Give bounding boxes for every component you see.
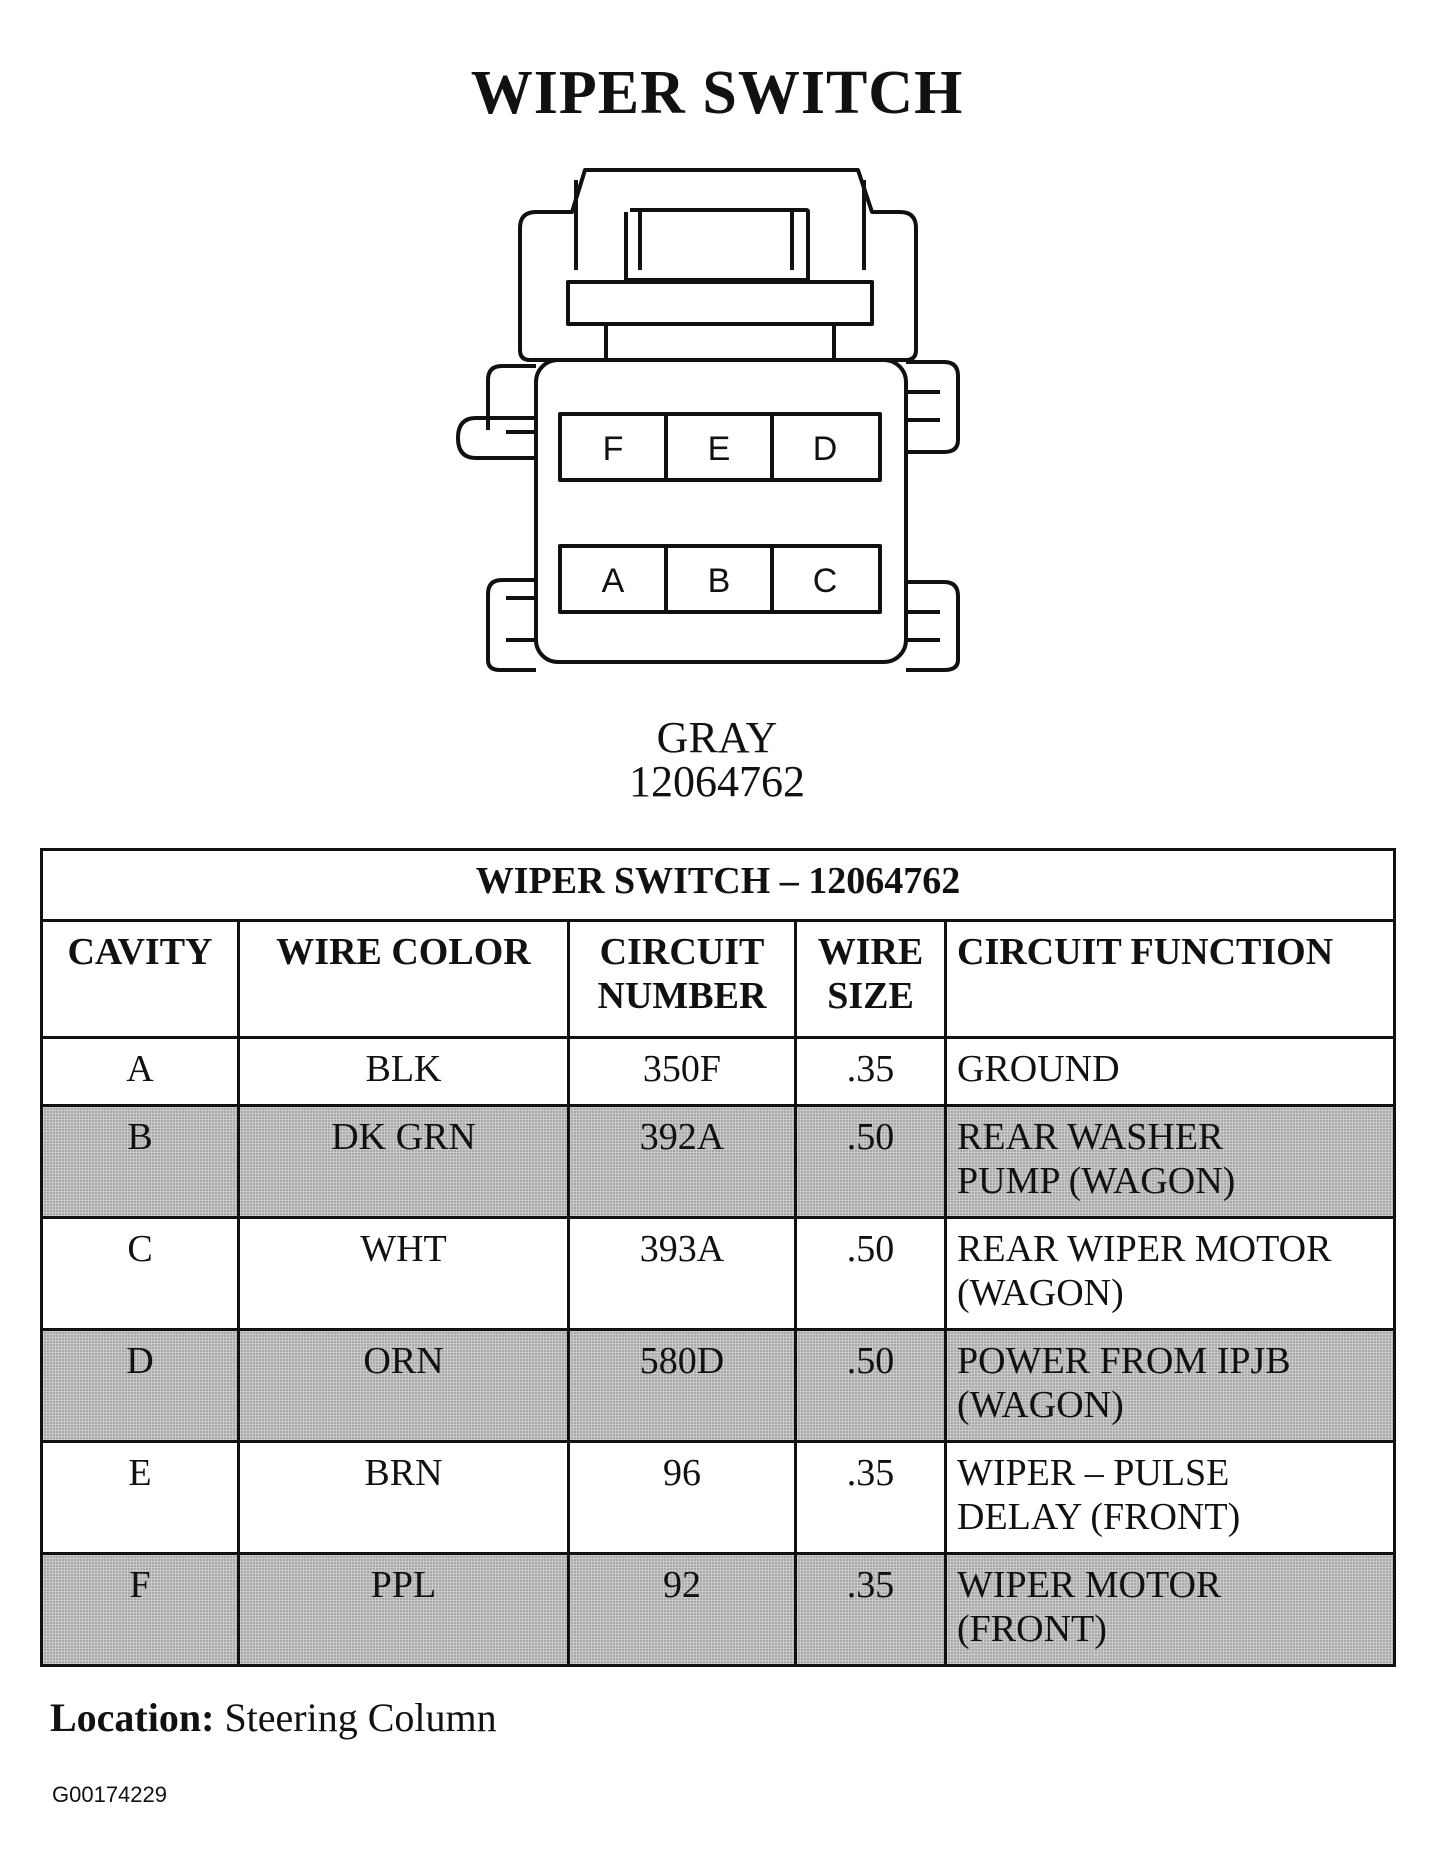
circuit-number-cell: 350F xyxy=(567,1036,797,1107)
circuit-number-cell: 580D xyxy=(567,1328,797,1443)
function-line: REAR WIPER MOTOR xyxy=(957,1228,1332,1270)
connector-diagram: F E D A B C xyxy=(456,168,960,672)
table-row: D ORN 580D .50 POWER FROM IPJB(WAGON) xyxy=(40,1328,1396,1443)
connector-color: GRAY xyxy=(656,713,778,762)
wire-color-cell: ORN xyxy=(237,1328,570,1443)
wire-color-cell: PPL xyxy=(237,1552,570,1667)
header-wire-color: WIRE COLOR xyxy=(237,919,570,1039)
table-caption: WIPER SWITCH – 12064762 xyxy=(40,848,1396,922)
wire-color-cell: WHT xyxy=(237,1216,570,1331)
table-row: C WHT 393A .50 REAR WIPER MOTOR(WAGON) xyxy=(40,1216,1396,1331)
cavity-label-f: F xyxy=(603,430,624,468)
function-line: REAR WASHER xyxy=(957,1116,1224,1158)
wire-size-cell: .35 xyxy=(794,1036,947,1107)
wire-color-cell: BLK xyxy=(237,1036,570,1107)
connector-lock-tab xyxy=(456,416,536,460)
location-label: Location: xyxy=(50,1695,215,1740)
function-line: WIPER – PULSE xyxy=(957,1452,1230,1494)
function-line: GROUND xyxy=(957,1048,1120,1090)
cavity-label-a: A xyxy=(602,562,625,600)
wire-color-cell: BRN xyxy=(237,1440,570,1555)
wire-size-cell: .50 xyxy=(794,1216,947,1331)
function-line: (FRONT) xyxy=(957,1608,1107,1650)
cavity-label-b: B xyxy=(708,562,731,600)
cavity-label-e: E xyxy=(708,430,731,468)
cavity-label-d: D xyxy=(813,430,838,468)
circuit-function-cell: POWER FROM IPJB(WAGON) xyxy=(944,1328,1396,1443)
cavity-cell: B xyxy=(40,1104,240,1219)
circuit-number-cell: 92 xyxy=(567,1552,797,1667)
circuit-number-cell: 393A xyxy=(567,1216,797,1331)
connector-collar xyxy=(566,280,874,326)
table-row: A BLK 350F .35 GROUND xyxy=(40,1036,1396,1107)
header-circuit-function: CIRCUIT FUNCTION xyxy=(944,919,1396,1039)
table-row: F PPL 92 .35 WIPER MOTOR(FRONT) xyxy=(40,1552,1396,1667)
connector-latch xyxy=(624,208,810,282)
wire-size-cell: .50 xyxy=(794,1328,947,1443)
function-line: POWER FROM IPJB xyxy=(957,1340,1291,1382)
circuit-function-cell: REAR WIPER MOTOR(WAGON) xyxy=(944,1216,1396,1331)
cavity-cell: A xyxy=(40,1036,240,1107)
function-line: DELAY (FRONT) xyxy=(957,1496,1241,1538)
wire-size-cell: .50 xyxy=(794,1104,947,1219)
cavity-cell: D xyxy=(40,1328,240,1443)
cavity-cell: F xyxy=(40,1552,240,1667)
connector-front-face xyxy=(534,358,908,664)
circuit-number-cell: 392A xyxy=(567,1104,797,1219)
cavity-cell: E xyxy=(40,1440,240,1555)
circuit-number-cell: 96 xyxy=(567,1440,797,1555)
header-cavity: CAVITY xyxy=(40,919,240,1039)
location-value: Steering Column xyxy=(224,1695,497,1740)
wire-color-cell: DK GRN xyxy=(237,1104,570,1219)
circuit-function-cell: WIPER MOTOR(FRONT) xyxy=(944,1552,1396,1667)
cavity-cell: C xyxy=(40,1216,240,1331)
function-line: (WAGON) xyxy=(957,1272,1124,1314)
connector-back-body xyxy=(518,168,918,362)
connector-part-number: 12064762 xyxy=(629,757,805,806)
location-note: Location: Steering Column xyxy=(50,1694,497,1741)
top-cavity-row xyxy=(558,412,882,482)
circuit-function-cell: GROUND xyxy=(944,1036,1396,1107)
function-line: WIPER MOTOR xyxy=(957,1564,1222,1606)
cavity-label-c: C xyxy=(813,562,838,600)
pinout-table: WIPER SWITCH – 12064762 CAVITY WIRE COLO… xyxy=(40,848,1396,1667)
bottom-cavity-row xyxy=(558,544,882,614)
figure-code: G00174229 xyxy=(52,1782,167,1807)
wire-size-cell: .35 xyxy=(794,1552,947,1667)
header-circuit-number: CIRCUIT NUMBER xyxy=(567,919,797,1039)
function-line: (WAGON) xyxy=(957,1384,1124,1426)
function-line: PUMP (WAGON) xyxy=(957,1160,1236,1202)
wire-size-cell: .35 xyxy=(794,1440,947,1555)
header-wire-size: WIRE SIZE xyxy=(794,919,947,1039)
diagram-title: WIPER SWITCH xyxy=(470,59,964,127)
